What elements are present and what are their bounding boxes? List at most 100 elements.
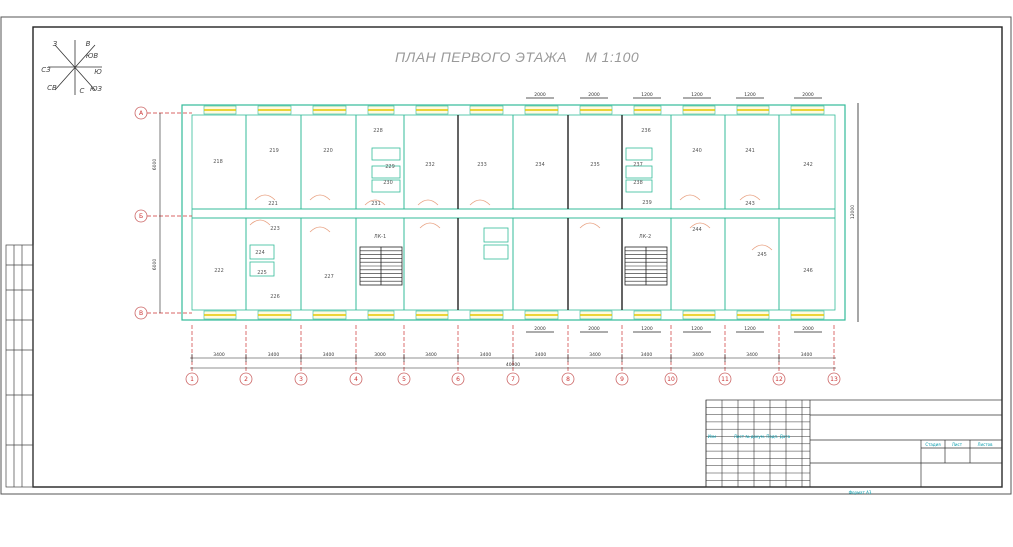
room-number: 223 — [270, 226, 280, 232]
door-swing — [309, 194, 331, 201]
window-dimension: 2000 — [588, 92, 600, 98]
axis-label: 12 — [775, 376, 783, 383]
axis-bubble — [772, 372, 786, 386]
room-number: 231 — [371, 201, 381, 207]
door-swing — [739, 194, 761, 201]
compass-label: СЗ — [41, 66, 51, 74]
dimension-value: 3400 — [746, 352, 758, 358]
axis-bubble — [134, 106, 148, 120]
wc-cubicle — [483, 244, 509, 260]
axis-bubble — [294, 372, 308, 386]
wc-cubicle — [371, 147, 401, 161]
compass-label: С — [80, 87, 85, 95]
room-number: 239 — [642, 200, 652, 206]
tb-stage: Стадия — [925, 442, 941, 447]
room-number: 218 — [213, 159, 223, 165]
tb-stamp-row: Лист № докум. Подп. Дата — [734, 434, 791, 439]
window-dimension: 2000 — [588, 326, 600, 332]
tb-stamp-left: Изм — [708, 434, 716, 439]
axis-label: 13 — [830, 376, 838, 383]
room-number: 240 — [692, 148, 702, 154]
axis-label: А — [139, 110, 144, 117]
window-dimension: 2000 — [534, 92, 546, 98]
dimension-value: 3400 — [589, 352, 601, 358]
room-number: 233 — [477, 162, 487, 168]
axis-label: 9 — [620, 376, 624, 383]
room-number: 228 — [373, 128, 383, 134]
door-swing — [469, 199, 491, 206]
room-number: 227 — [324, 274, 334, 280]
axis-label: В — [139, 310, 143, 317]
door-swing — [309, 226, 331, 233]
wc-cubicle — [249, 244, 275, 260]
axis-label: Б — [139, 213, 143, 220]
dimension-total: 40000 — [506, 362, 520, 368]
room-number: 245 — [757, 252, 767, 258]
axis-lines — [147, 112, 835, 372]
window-dimension: 1200 — [691, 326, 703, 332]
axis-label: 7 — [511, 376, 515, 383]
room-number: 246 — [803, 268, 813, 274]
stair-label: ЛК-2 — [639, 234, 651, 240]
sheet-inner-border — [32, 26, 1003, 488]
dimension-value: 3400 — [535, 352, 547, 358]
window-dimension: 1200 — [641, 326, 653, 332]
room-number: 244 — [692, 227, 702, 233]
window-dimension: 2000 — [534, 326, 546, 332]
compass-rose — [48, 40, 102, 95]
room-number: 236 — [641, 128, 651, 134]
dimension-value: 3000 — [374, 352, 386, 358]
dimension-value: 3400 — [268, 352, 280, 358]
dimension-total: 12000 — [850, 205, 856, 219]
compass-label: ЮВ — [86, 52, 99, 60]
axis-bubble — [134, 306, 148, 320]
axis-bubble — [561, 372, 575, 386]
tb-sheets: Листов — [978, 442, 994, 447]
binding-strip — [5, 244, 34, 488]
axis-bubble — [664, 372, 678, 386]
door-swing — [751, 244, 773, 251]
window-dimension: 1200 — [691, 92, 703, 98]
axis-label: 2 — [244, 376, 248, 383]
compass-label: В — [86, 40, 91, 48]
window-dimension: 1200 — [641, 92, 653, 98]
dimension-value: 3400 — [213, 352, 225, 358]
axis-bubble — [397, 372, 411, 386]
axis-label: 6 — [456, 376, 460, 383]
room-number: 229 — [385, 164, 395, 170]
title-text: ПЛАН ПЕРВОГО ЭТАЖА — [395, 49, 568, 65]
room-number: 232 — [425, 162, 435, 168]
axis-bubble — [506, 372, 520, 386]
room-number: 234 — [535, 162, 545, 168]
door-swing — [364, 199, 386, 206]
window-dimension: 1200 — [744, 92, 756, 98]
door-swing — [417, 199, 439, 206]
axis-bubble — [451, 372, 465, 386]
dimension-value: 3400 — [323, 352, 335, 358]
room-number: 224 — [255, 250, 265, 256]
dimension-value: 6000 — [152, 259, 158, 271]
compass-label: З — [53, 40, 58, 48]
axis-bubble — [718, 372, 732, 386]
room-number: 241 — [745, 148, 755, 154]
room-number: 226 — [270, 294, 280, 300]
axis-label: 10 — [667, 376, 675, 383]
wc-cubicle — [249, 261, 275, 277]
tb-sheet: Лист — [952, 442, 963, 447]
wc-cubicle — [371, 179, 401, 193]
dimension-value: 3400 — [692, 352, 704, 358]
room-number: 222 — [214, 268, 224, 274]
window-dimension: 2000 — [802, 92, 814, 98]
axis-label: 1 — [190, 376, 194, 383]
dimension-value: 6000 — [152, 159, 158, 171]
compass-label: СВ — [47, 84, 57, 92]
door-swing — [254, 194, 276, 201]
door-swing — [249, 219, 271, 226]
dimension-value: 3400 — [480, 352, 492, 358]
